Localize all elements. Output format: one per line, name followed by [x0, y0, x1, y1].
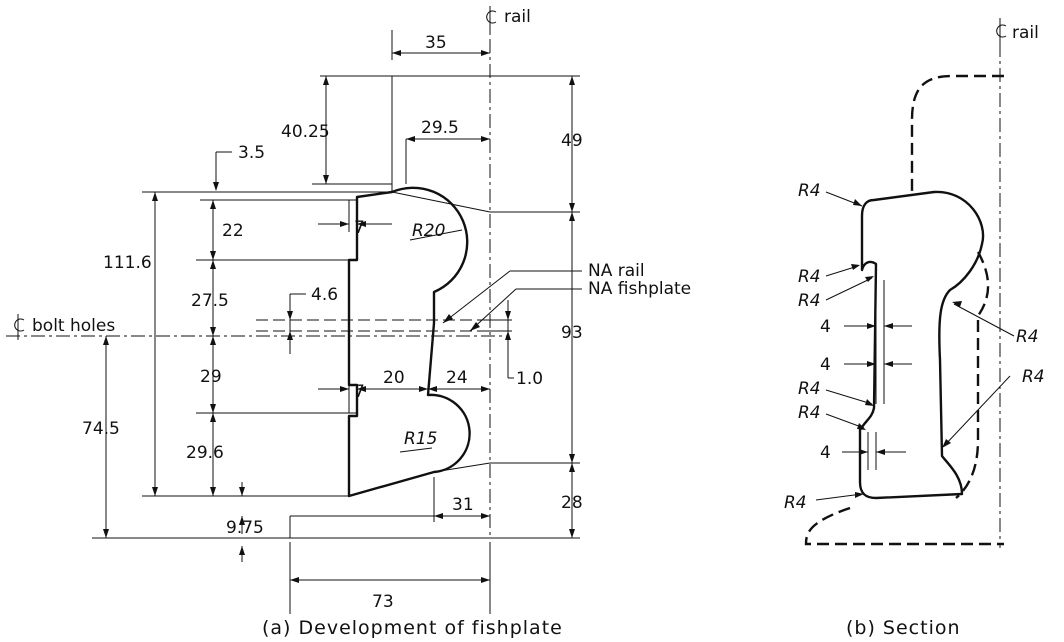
dim-22: 22 [222, 221, 244, 241]
thickness-4-c: 4 [820, 443, 831, 463]
cl-rail-label-b: rail [1012, 23, 1039, 43]
dim-29: 29 [200, 367, 222, 387]
dim-1-0: 1.0 [516, 369, 543, 389]
na-fishplate-label: NA fishplate [588, 279, 691, 299]
rail-head-slope [391, 191, 491, 213]
radius-r4-5: R4 [1022, 367, 1045, 387]
fishplate-section: rail 4 4 4 R4 R4 R4 R4 [784, 18, 1045, 639]
dim-35: 35 [425, 33, 447, 53]
cl-symbol-rail-b [996, 20, 1007, 46]
dim-40-25: 40.25 [281, 122, 330, 142]
dim-7-top: 7 [354, 218, 365, 238]
radius-r20: R20 [412, 221, 445, 241]
dim-93: 93 [561, 323, 583, 343]
radius-r4-8: R4 [784, 493, 807, 513]
dim-4-6: 4.6 [311, 285, 338, 305]
cl-bolt-holes-label: bolt holes [32, 316, 115, 336]
radius-r4-4: R4 [1016, 327, 1039, 347]
radius-r4-7: R4 [798, 403, 821, 423]
radius-r4-2: R4 [798, 267, 821, 287]
dim-20: 20 [383, 368, 405, 388]
dim-28: 28 [561, 493, 583, 513]
caption-a: (a) Development of fishplate [262, 617, 563, 639]
dim-3-5: 3.5 [238, 143, 265, 163]
caption-b: (b) Section [846, 617, 961, 639]
dim-7-bottom: 7 [354, 382, 365, 402]
dim-29-5: 29.5 [421, 118, 459, 138]
dim-49: 49 [561, 131, 583, 151]
cl-symbol-bolt-holes [14, 314, 25, 340]
na-rail-label: NA rail [588, 261, 645, 281]
dim-27-5: 27.5 [191, 291, 229, 311]
radius-r4-3: R4 [798, 291, 821, 311]
fishplate-development: rail bolt holes [6, 6, 691, 639]
dim-73: 73 [372, 592, 394, 612]
radius-r15: R15 [404, 429, 437, 449]
rail-foot-slope [433, 462, 491, 473]
thickness-4-b: 4 [820, 355, 831, 375]
cl-rail-label-a: rail [504, 7, 531, 27]
extension-lines [142, 30, 580, 614]
section-outline [858, 190, 985, 500]
dim-74-5: 74.5 [82, 419, 120, 439]
dim-31: 31 [452, 495, 474, 515]
thickness-4-a: 4 [820, 317, 831, 337]
cl-symbol-rail-a [486, 6, 497, 32]
dim-9-75: 9.75 [226, 518, 264, 538]
radius-r4-1: R4 [798, 181, 821, 201]
radius-r4-6: R4 [798, 379, 821, 399]
fishplate-outline [347, 186, 471, 498]
rail-profile-dashed [804, 74, 1004, 546]
dim-29-6: 29.6 [186, 443, 224, 463]
dim-111-6: 111.6 [103, 253, 152, 273]
dim-24: 24 [446, 368, 468, 388]
